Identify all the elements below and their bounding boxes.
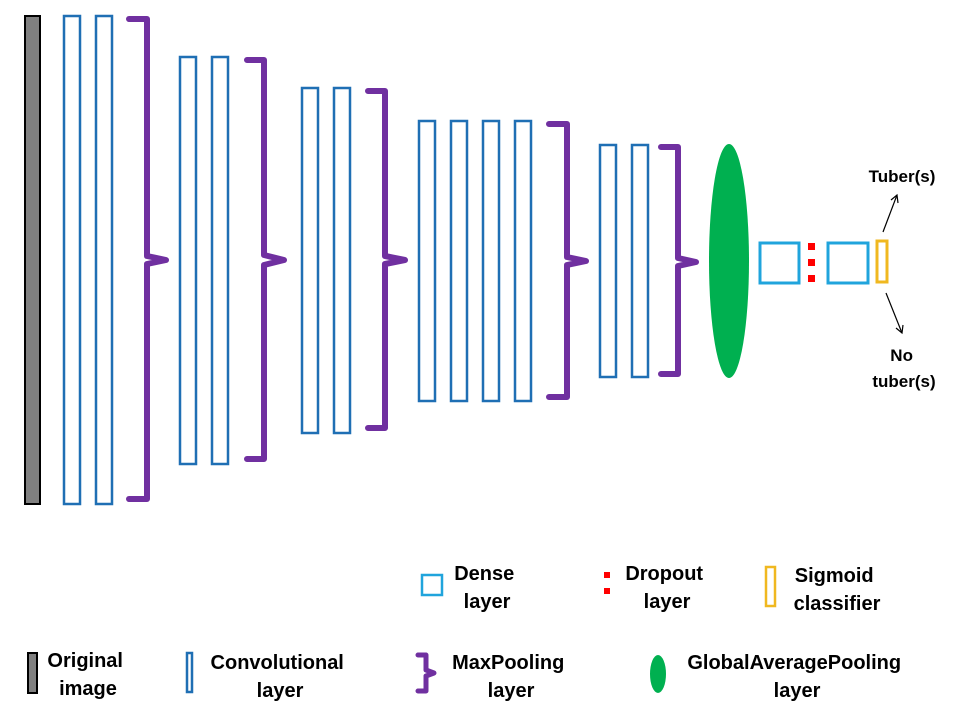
- conv-layer: [94, 14, 114, 506]
- legend-original-image: Original image: [27, 650, 128, 700]
- global-average-pooling-layer: [709, 144, 749, 378]
- output-arrows: [882, 193, 904, 335]
- original-image-layer: [24, 15, 41, 505]
- conv-layer: [598, 143, 618, 379]
- legend-global-average-pooling: GlobalAveragePooling layer: [650, 652, 906, 702]
- maxpooling-bracket: [244, 57, 287, 462]
- legend-convolutional-swatch: [185, 651, 194, 694]
- maxpooling-bracket: [126, 16, 169, 502]
- dense-layer: [758, 241, 801, 285]
- legend-maxpooling: MaxPooling layer: [415, 652, 570, 702]
- maxpooling-bracket: [546, 121, 589, 400]
- dense-layer: [826, 241, 870, 285]
- sigmoid-classifier: [875, 239, 889, 284]
- svg-text:Dropout layer: Dropout layer: [625, 563, 708, 613]
- dropout-marker: [808, 259, 815, 266]
- legend-convolutional: Convolutional layer: [185, 651, 350, 702]
- conv-layer: [449, 119, 469, 403]
- output-label-no-tuber: No tuber(s): [872, 346, 935, 391]
- arrow-down: [885, 292, 903, 334]
- svg-text:Original image: Original image: [47, 650, 128, 700]
- legend-dropout-swatch: [604, 588, 610, 594]
- conv-layer: [332, 86, 352, 435]
- conv-layer: [630, 143, 650, 379]
- conv-layer: [210, 55, 230, 466]
- convolutional-layers: [62, 14, 650, 506]
- conv-layer: [62, 14, 82, 506]
- output-label-tuber: Tuber(s): [869, 167, 936, 186]
- arrow-up-head-icon: [890, 193, 899, 204]
- legend-maxpooling-swatch: [415, 652, 437, 694]
- conv-layer: [481, 119, 501, 403]
- maxpooling-layers: [126, 16, 699, 502]
- arrow-down-head-icon: [895, 324, 904, 335]
- dropout-marker: [808, 243, 815, 250]
- conv-layer: [178, 55, 198, 466]
- dropout-marker: [808, 275, 815, 282]
- maxpooling-bracket: [365, 88, 408, 431]
- arrow-up: [882, 194, 898, 233]
- conv-layer: [300, 86, 320, 435]
- legend-global-average-pooling-swatch: [650, 655, 666, 693]
- maxpooling-bracket: [658, 144, 699, 377]
- svg-text:Dense layer: Dense layer: [454, 563, 520, 613]
- legend-sigmoid-swatch: [764, 565, 777, 608]
- legend-dense-swatch: [420, 573, 444, 597]
- svg-text:Sigmoid classifier: Sigmoid classifier: [794, 565, 881, 615]
- svg-text:GlobalAveragePooling lay: GlobalAveragePooling layer: [687, 652, 906, 702]
- legend-sigmoid: Sigmoid classifier: [764, 565, 881, 615]
- conv-layer: [417, 119, 437, 403]
- legend-dense: Dense layer: [420, 563, 520, 613]
- legend-original-image-swatch: [27, 652, 38, 694]
- legend-dropout-swatch: [604, 572, 610, 578]
- svg-text:Convolutional layer: Convolutional layer: [211, 652, 350, 702]
- svg-text:MaxPooling layer: MaxPooling layer: [452, 652, 570, 702]
- legend-dropout: Dropout layer: [604, 563, 708, 613]
- conv-layer: [513, 119, 533, 403]
